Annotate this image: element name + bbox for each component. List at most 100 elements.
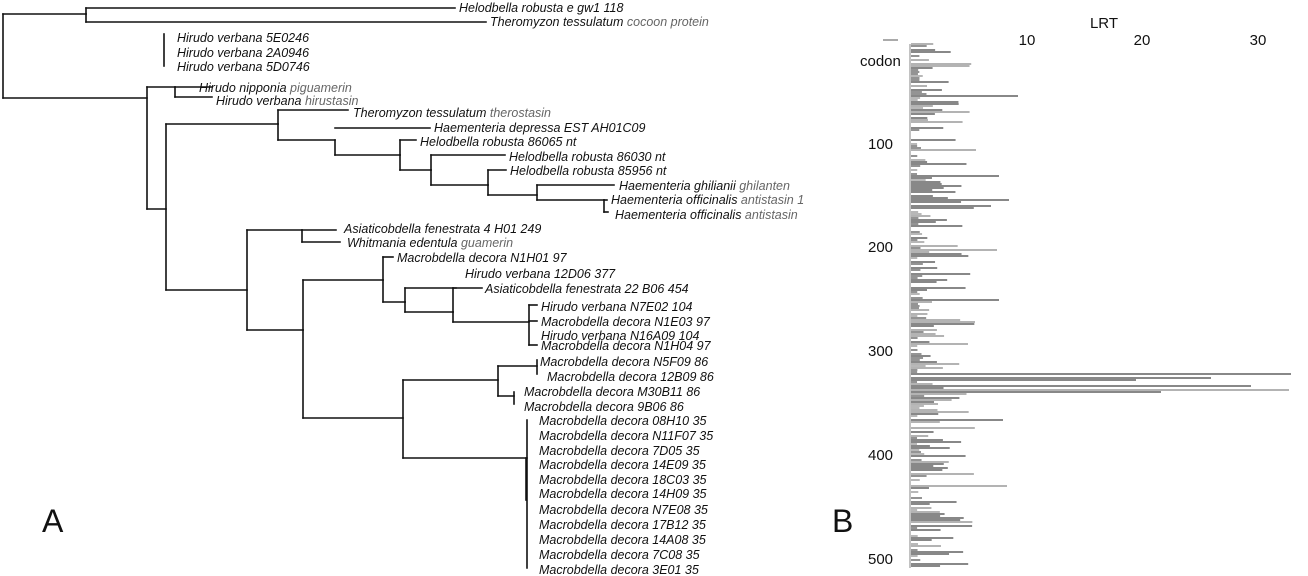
leaf-taxon: Macrobdella decora N5F09 86 (540, 355, 708, 369)
leaf-taxon: Macrobdella decora N1E03 97 (541, 315, 711, 329)
tree-leaf: Hirudo verbana 2A0946 (177, 46, 309, 60)
tree-leaf: Haementeria officinalis antistasin (615, 208, 798, 222)
leaf-taxon: Haementeria ghilianii (619, 179, 737, 193)
leaf-taxon: Haementeria officinalis (611, 193, 737, 207)
tree-leaf: Helodbella robusta 86030 nt (509, 150, 666, 164)
leaf-taxon: Macrobdella decora 12B09 86 (547, 370, 714, 384)
leaf-taxon: Macrobdella decora 7D05 35 (539, 444, 700, 458)
tree-leaf: Helodbella robusta 85956 nt (510, 164, 667, 178)
codon-axis-title: codon (860, 53, 901, 70)
tree-leaf: Macrobdella decora 9B06 86 (524, 400, 684, 414)
tree-leaf: Asiaticobdella fenestrata 22 B06 454 (484, 282, 689, 296)
leaf-protein: antistasin 1 (737, 193, 804, 207)
tree-leaf: Macrobdella decora M30B11 86 (524, 385, 700, 399)
leaf-taxon: Whitmania edentula (347, 236, 458, 250)
leaf-taxon: Macrobdella decora 08H10 35 (539, 414, 707, 428)
leaf-taxon: Helodbella robusta 86030 nt (509, 150, 666, 164)
phylogenetic-tree (2, 7, 615, 569)
lrt-x-tick: 30 (1250, 32, 1267, 49)
codon-tick: 300 (868, 343, 893, 360)
tree-leaf: Macrobdella decora N5F09 86 (540, 355, 708, 369)
codon-tick: 500 (868, 551, 893, 568)
lrt-x-tick: 10 (1019, 32, 1036, 49)
tree-leaf: Hirudo verbana N16A09 104 (541, 329, 699, 343)
tree-leaf: Macrobdella decora 14H09 35 (539, 487, 707, 501)
tree-leaf: Haementeria depressa EST AH01C09 (434, 121, 645, 135)
tree-leaf: Theromyzon tessulatum cocoon protein (490, 15, 709, 29)
leaf-taxon: Asiaticobdella fenestrata 22 B06 454 (484, 282, 689, 296)
tree-leaf: Macrobdella decora N1H04 97 (541, 339, 712, 353)
leaf-protein: ghilanten (736, 179, 790, 193)
leaf-protein: therostasin (486, 106, 551, 120)
leaf-taxon: Helodbella robusta 85956 nt (510, 164, 667, 178)
leaf-taxon: Hirudo verbana 12D06 377 (465, 267, 616, 281)
leaf-taxon: Hirudo verbana 2A0946 (177, 46, 309, 60)
lrt-x-tick: 20 (1134, 32, 1151, 49)
tree-leaf: Haementeria ghilianii ghilanten (619, 179, 790, 193)
tree-leaf: Macrobdella decora 3E01 35 (539, 563, 699, 576)
leaf-taxon: Hirudo verbana 5D0746 (177, 60, 310, 74)
tree-leaf: Hirudo verbana 5E0246 (177, 31, 309, 45)
tree-leaf: Macrobdella decora 14A08 35 (539, 533, 706, 547)
lrt-axis-title: LRT (1090, 15, 1118, 32)
tree-leaf: Macrobdella decora 17B12 35 (539, 518, 706, 532)
tree-leaf: Macrobdella decora N1H01 97 (397, 251, 568, 265)
leaf-taxon: Macrobdella decora N11F07 35 (539, 429, 713, 443)
leaf-taxon: Macrobdella decora 14H09 35 (539, 487, 707, 501)
leaf-taxon: Macrobdella decora 3E01 35 (539, 563, 699, 576)
leaf-taxon: Macrobdella decora 18C03 35 (539, 473, 707, 487)
tree-leaf: Macrobdella decora N11F07 35 (539, 429, 713, 443)
tree-leaf: Helodbella robusta e gw1 118 (459, 1, 624, 15)
leaf-taxon: Haementeria depressa EST AH01C09 (434, 121, 645, 135)
tree-leaf: Theromyzon tessulatum therostasin (353, 106, 551, 120)
tree-leaf: Macrobdella decora N1E03 97 (541, 315, 711, 329)
tree-leaf: Haementeria officinalis antistasin 1 (611, 193, 804, 207)
leaf-taxon: Hirudo verbana 5E0246 (177, 31, 309, 45)
leaf-taxon: Macrobdella decora 14E09 35 (539, 458, 706, 472)
tree-leaf: Macrobdella decora 14E09 35 (539, 458, 706, 472)
leaf-taxon: Macrobdella decora N1H01 97 (397, 251, 568, 265)
tree-leaf: Macrobdella decora 12B09 86 (547, 370, 714, 384)
lrt-bar-chart: LRT 10 20 30 codon 100 200 300 400 500 (860, 15, 1291, 568)
panel-b-label: B (832, 503, 853, 539)
leaf-taxon: Helodbella robusta e gw1 118 (459, 1, 624, 15)
tree-leaf: Macrobdella decora N7E08 35 (539, 503, 708, 517)
tree-leaf: Hirudo verbana hirustasin (216, 94, 358, 108)
tree-leaf: Macrobdella decora 18C03 35 (539, 473, 707, 487)
codon-tick: 100 (868, 136, 893, 153)
tree-leaf: Whitmania edentula guamerin (347, 236, 513, 250)
leaf-taxon: Theromyzon tessulatum (490, 15, 623, 29)
leaf-taxon: Macrobdella decora N7E08 35 (539, 503, 708, 517)
leaf-taxon: Macrobdella decora N1H04 97 (541, 339, 712, 353)
leaf-taxon: Hirudo verbana N7E02 104 (541, 300, 693, 314)
codon-tick: 200 (868, 239, 893, 256)
leaf-taxon: Haementeria officinalis (615, 208, 741, 222)
leaf-taxon: Asiaticobdella fenestrata 4 H01 249 (343, 222, 541, 236)
lrt-bars (909, 43, 1291, 568)
leaf-taxon: Hirudo nipponia (199, 81, 287, 95)
leaf-protein: hirustasin (301, 94, 358, 108)
leaf-taxon: Theromyzon tessulatum (353, 106, 486, 120)
tree-leaf: Hirudo verbana N7E02 104 (541, 300, 693, 314)
leaf-taxon: Hirudo verbana N16A09 104 (541, 329, 699, 343)
leaf-protein: cocoon protein (623, 15, 709, 29)
tree-leaf: Macrobdella decora 7C08 35 (539, 548, 700, 562)
leaf-protein: antistasin (741, 208, 797, 222)
tree-leaf: Helodbella robusta 86065 nt (420, 135, 577, 149)
leaf-taxon: Macrobdella decora 9B06 86 (524, 400, 684, 414)
leaf-protein: piguamerin (287, 81, 352, 95)
panel-a-label: A (42, 503, 64, 539)
leaf-taxon: Hirudo verbana (216, 94, 302, 108)
tree-leaf: Macrobdella decora 08H10 35 (539, 414, 707, 428)
codon-tick: 400 (868, 447, 893, 464)
tree-leaf: Asiaticobdella fenestrata 4 H01 249 (343, 222, 541, 236)
leaf-taxon: Macrobdella decora 14A08 35 (539, 533, 706, 547)
leaf-taxon: Macrobdella decora M30B11 86 (524, 385, 700, 399)
leaf-protein: guamerin (457, 236, 513, 250)
leaf-taxon: Macrobdella decora 7C08 35 (539, 548, 700, 562)
leaf-taxon: Macrobdella decora 17B12 35 (539, 518, 706, 532)
tree-leaf: Hirudo verbana 5D0746 (177, 60, 310, 74)
tree-leaf: Macrobdella decora 7D05 35 (539, 444, 700, 458)
